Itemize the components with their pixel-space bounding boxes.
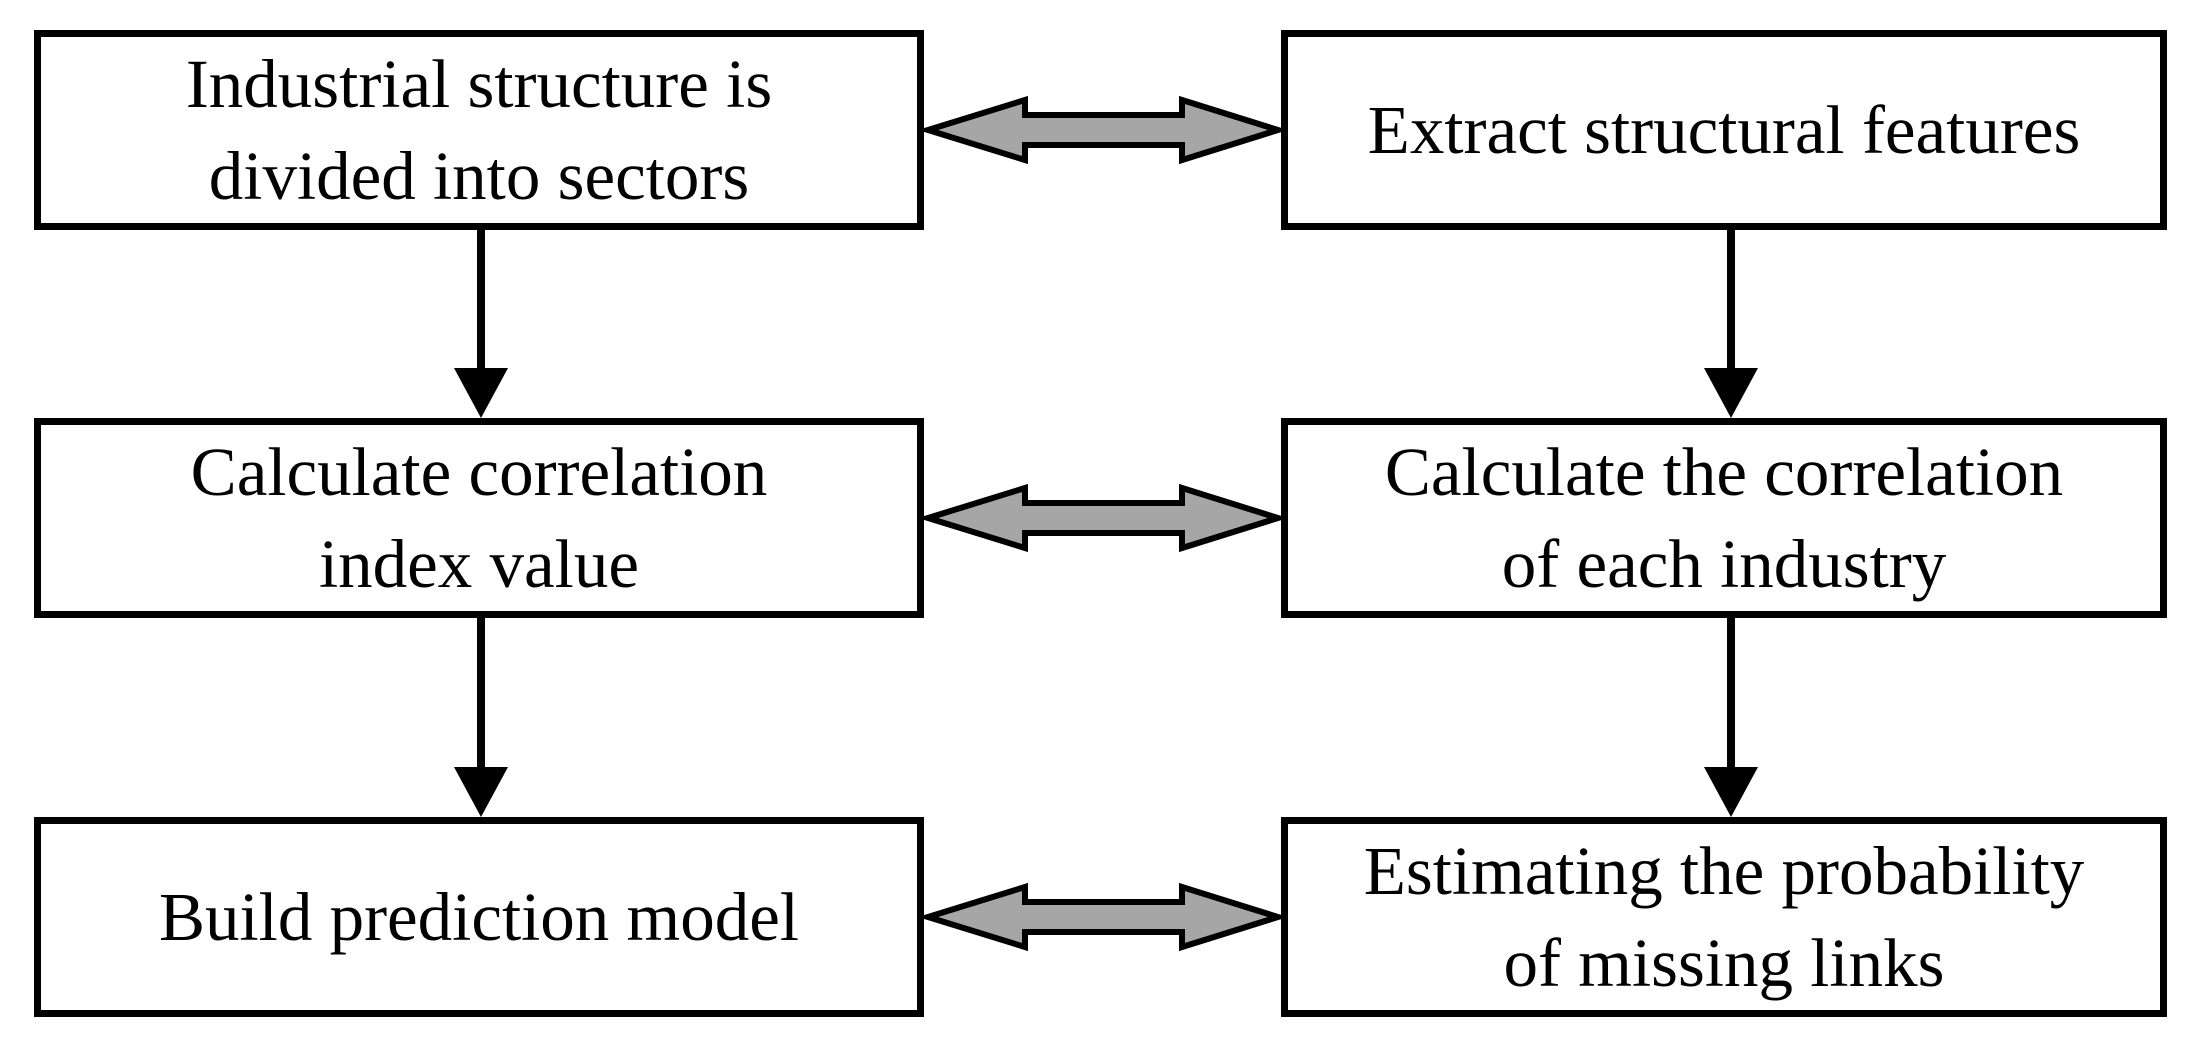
box-text-line: Extract structural features	[1367, 92, 2081, 168]
box-text-line: of missing links	[1503, 925, 1945, 1001]
box-text-line: of each industry	[1501, 526, 1947, 602]
step-extract-features-box: Extract structural features	[1281, 30, 2167, 230]
box-text-line: Calculate the correlation	[1384, 434, 2064, 510]
step-missing-links-box: Estimating the probability of missing li…	[1281, 817, 2167, 1017]
box-text-line: Industrial structure is	[185, 46, 773, 122]
box-text-line: Estimating the probability	[1363, 833, 2085, 909]
down-arrow-left-2	[454, 618, 508, 817]
step-industry-correlation-box: Calculate the correlation of each indust…	[1281, 418, 2167, 618]
step-build-model-box: Build prediction model	[34, 817, 924, 1017]
double-arrow-2	[917, 483, 1289, 553]
down-arrow-right-1	[1704, 230, 1758, 418]
box-text-line: index value	[319, 526, 639, 602]
box-text-line: divided into sectors	[208, 138, 750, 214]
step-divide-sectors-box: Industrial structure is divided into sec…	[34, 30, 924, 230]
box-text-line: Build prediction model	[158, 879, 800, 955]
down-arrow-right-2	[1704, 618, 1758, 817]
step-correlation-index-box: Calculate correlation index value	[34, 418, 924, 618]
box-text-line: Calculate correlation	[190, 434, 768, 510]
double-arrow-3	[917, 882, 1289, 952]
down-arrow-left-1	[454, 230, 508, 418]
double-arrow-1	[917, 95, 1289, 165]
